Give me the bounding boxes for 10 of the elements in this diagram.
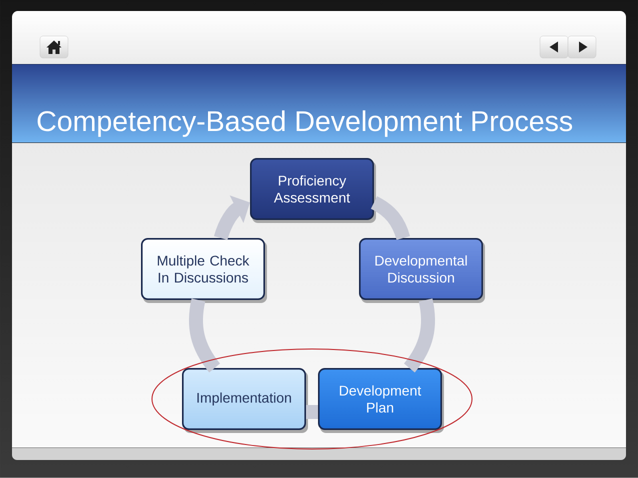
process-box: Proficiency Assessment: [250, 158, 376, 223]
ring-segment: [306, 405, 318, 419]
process-box: Development Plan: [318, 368, 444, 433]
ring-segment: [188, 298, 220, 372]
slide-title: Competency-Based Development Process: [38, 110, 572, 137]
ring-segment: [370, 196, 410, 240]
process-box: Multiple Check In Discussions: [141, 238, 267, 303]
process-box: Implementation: [182, 368, 308, 433]
ring-segment: [404, 298, 436, 372]
process-box: Developmental Discussion: [359, 238, 485, 303]
